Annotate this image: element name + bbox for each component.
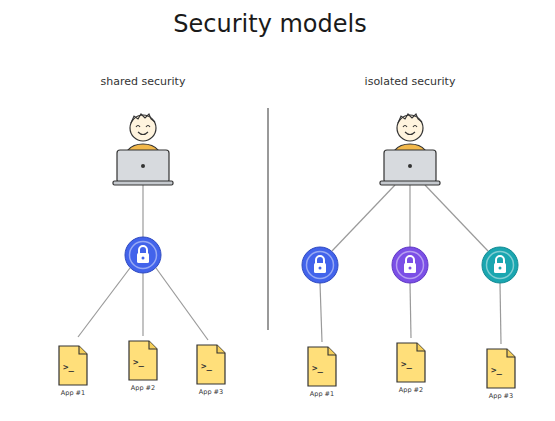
app-file: >_App #1 [58, 345, 88, 403]
file-outline [487, 349, 515, 388]
lock-circle [302, 247, 338, 283]
wire [156, 268, 208, 340]
wire [332, 185, 395, 251]
terminal-glyph: >_ [312, 363, 332, 373]
app-file: >_App #2 [396, 342, 426, 400]
user-face [403, 126, 417, 135]
file-fold [149, 341, 157, 349]
wires [78, 185, 501, 344]
wire [78, 268, 130, 337]
app-file: >_App #3 [196, 344, 226, 402]
terminal-glyph: >_ [201, 361, 221, 371]
lock-shackle [316, 256, 324, 264]
wire [425, 185, 488, 251]
lock-shackle [139, 246, 147, 254]
file-outline [59, 346, 87, 385]
lock-shackle [496, 256, 504, 264]
file-outline [397, 343, 425, 382]
user-head [397, 115, 423, 141]
user-face [136, 126, 150, 135]
wire [142, 273, 143, 336]
laptop-logo [408, 164, 412, 168]
user-hair [131, 114, 155, 123]
wire [409, 185, 410, 247]
app-file: >_App #2 [128, 340, 158, 398]
laptop-base [380, 181, 440, 185]
lock-ring [397, 252, 424, 279]
lock-body [137, 253, 149, 263]
file-fold [79, 346, 87, 354]
app-file: >_App #1 [307, 346, 337, 404]
lock-ring [307, 252, 334, 279]
lock-ring [487, 252, 514, 279]
wire [500, 283, 501, 344]
lock-icon [302, 247, 338, 283]
lock-keyhole [409, 267, 412, 270]
file-outline [308, 347, 336, 386]
file-outline [197, 345, 225, 384]
lock-shackle [406, 256, 414, 264]
lock-icon [482, 247, 518, 283]
lock-keyhole [319, 267, 322, 270]
app-label: App #2 [113, 384, 173, 392]
terminal-glyph: >_ [401, 359, 421, 369]
section-label: isolated security [330, 75, 490, 88]
terminal-glyph: >_ [133, 357, 153, 367]
lock-circle [482, 247, 518, 283]
lock-circle [125, 237, 161, 273]
section-label: shared security [63, 75, 223, 88]
wire [320, 283, 322, 342]
lock-body [494, 263, 506, 273]
laptop-screen [117, 150, 169, 183]
terminal-glyph: >_ [63, 362, 83, 372]
user-figure [380, 114, 440, 185]
divider-line [267, 108, 268, 330]
file-fold [217, 345, 225, 353]
laptop-screen [384, 150, 436, 183]
app-label: App #1 [43, 389, 103, 397]
file-fold [507, 349, 515, 357]
app-file: >_App #3 [486, 348, 516, 406]
file-fold [328, 347, 336, 355]
laptop-base [113, 181, 173, 185]
lock-icon [392, 247, 428, 283]
wire [410, 283, 411, 338]
lock-circle [392, 247, 428, 283]
app-label: App #3 [471, 392, 531, 400]
lock-ring [130, 242, 157, 269]
app-label: App #3 [181, 388, 241, 396]
file-outline [129, 341, 157, 380]
lock-body [314, 263, 326, 273]
lock-keyhole [499, 267, 502, 270]
app-label: App #1 [292, 390, 352, 398]
wire [142, 185, 143, 237]
user-hair [398, 114, 422, 123]
diagram-title: Security models [0, 10, 540, 38]
laptop-logo [141, 164, 145, 168]
lock-keyhole [142, 257, 145, 260]
lock-icon [125, 237, 161, 273]
lock-body [404, 263, 416, 273]
terminal-glyph: >_ [491, 365, 511, 375]
app-label: App #2 [381, 386, 441, 394]
file-fold [417, 343, 425, 351]
user-figure [113, 114, 173, 185]
user-head [130, 115, 156, 141]
